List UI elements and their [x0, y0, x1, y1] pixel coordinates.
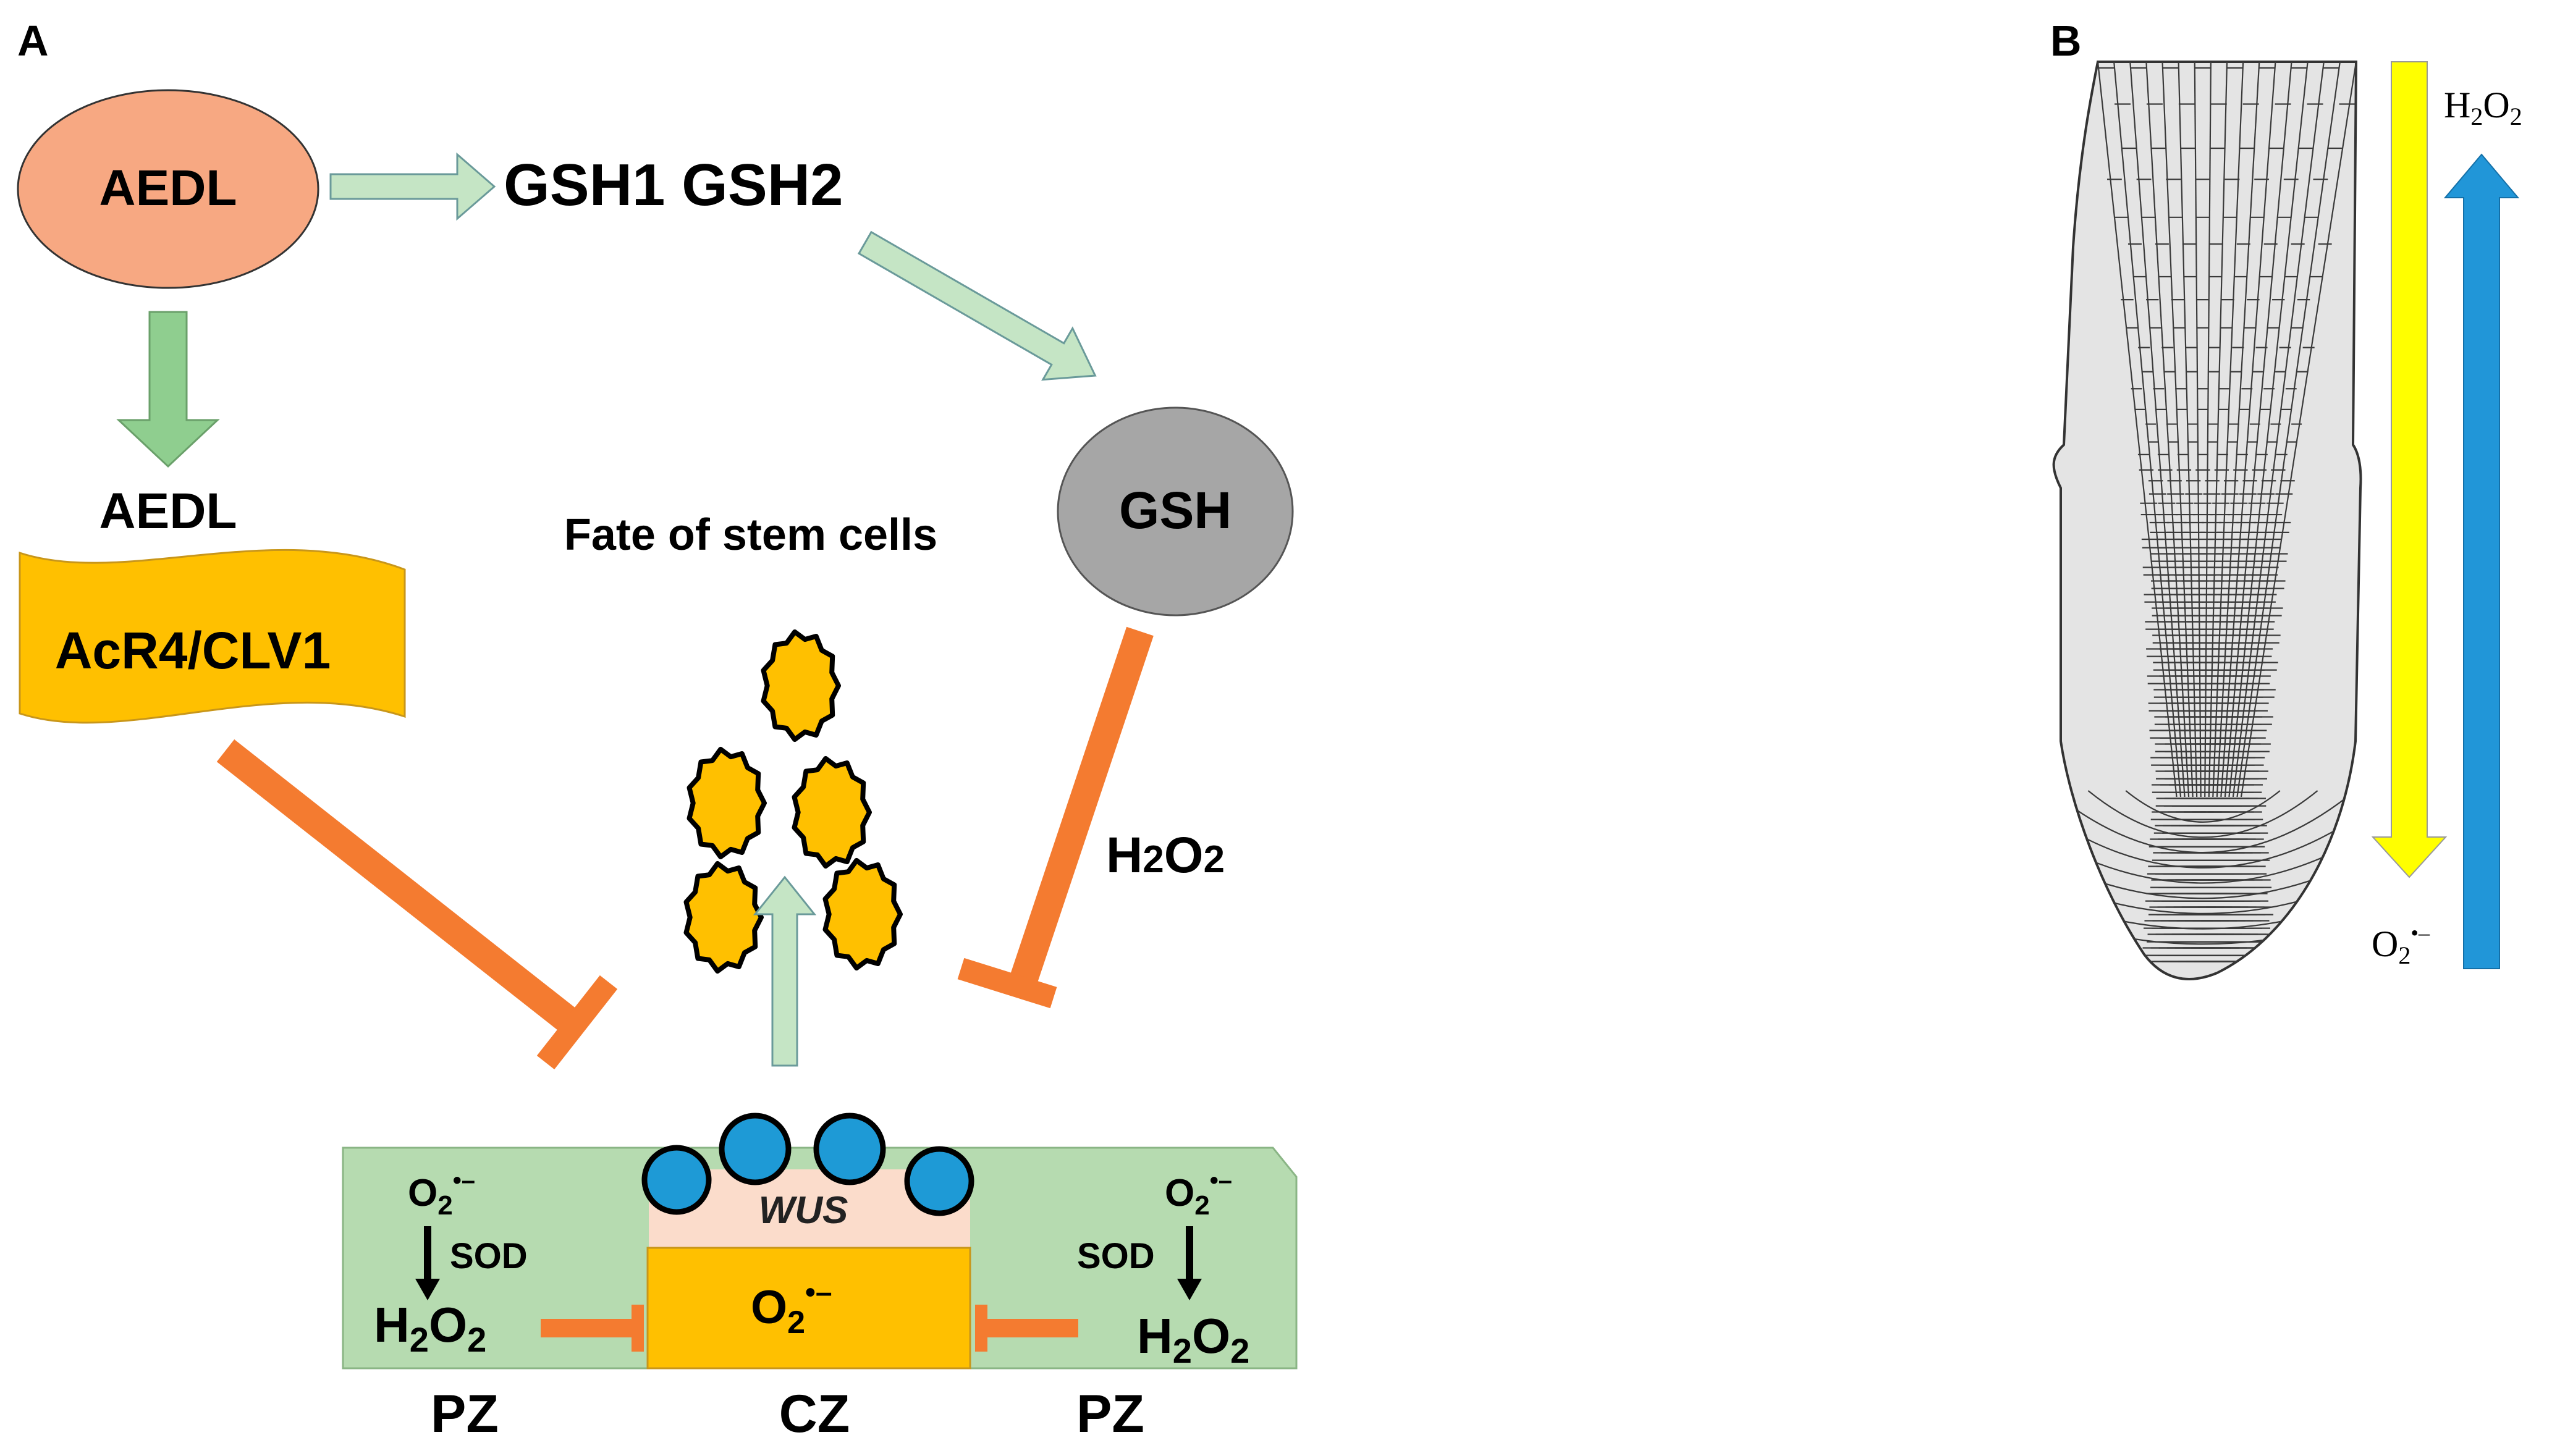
stem-cell: [761, 629, 841, 743]
root-cell-wall: [2161, 62, 2194, 797]
root-cap-layer: [2125, 790, 2281, 823]
gsh-label: GSH: [1119, 481, 1232, 539]
left-superoxide: O2•–: [408, 1167, 475, 1221]
root-cap-layer: [2053, 790, 2361, 930]
root-cell-wall: [2220, 62, 2276, 797]
stem-cell: [687, 746, 767, 860]
fate-title: Fate of stem cells: [564, 510, 937, 560]
right-sod-label: SOD: [1077, 1236, 1155, 1276]
aedl-down-arrow: [116, 311, 220, 468]
gsh-genes-to-gsh-arrow: [857, 230, 1097, 381]
root-cap-layer: [2053, 790, 2356, 854]
root-cell-wall: [2212, 62, 2244, 797]
blue-cell: [641, 1145, 712, 1215]
receptor-inhibition: [216, 739, 618, 1070]
receptor-inhibit-line: [216, 739, 584, 1037]
panel-b-label: B: [2050, 17, 2082, 65]
stem-cell: [822, 857, 903, 971]
cz-superoxide: O2•–: [751, 1276, 832, 1340]
panel-a: A AEDL GSH1 GSH2 AEDL AcR4/CLV1 Fate of …: [17, 17, 1298, 1444]
root-cell-wall: [2228, 62, 2309, 797]
gsh-inhibit-bar: [957, 957, 1057, 1009]
root-cell-wall: [2178, 62, 2198, 797]
gsh-circle: [1057, 406, 1294, 616]
root-cap-layer: [2087, 790, 2318, 838]
root-cell-wall: [2224, 62, 2292, 797]
root-cell-wall: [2236, 62, 2341, 797]
root-cell-wall: [2129, 62, 2186, 797]
root-cap-layer: [2053, 790, 2361, 884]
aedl-oval: [17, 89, 319, 289]
root-cell-wall: [2194, 62, 2202, 797]
gsh-genes-label: GSH1 GSH2: [504, 152, 843, 218]
root-cell-wall: [2145, 62, 2190, 797]
root-cell-wall: [2232, 62, 2325, 797]
h2o2-side-label: H2O2: [1106, 827, 1225, 883]
right-h2o2: H2O2: [1137, 1308, 1249, 1370]
root-cap-layer: [2053, 790, 2361, 899]
blue-cells: [641, 1113, 974, 1216]
right-superoxide: O2•–: [1165, 1167, 1232, 1221]
receptor-banner: [19, 549, 406, 724]
gsh-inhibit-line: [1009, 626, 1154, 987]
left-sod-arrow-head: [415, 1279, 440, 1300]
aedl-to-gsh-genes-arrow: [329, 152, 496, 221]
root-cell-wall: [2097, 62, 2178, 797]
root-cap-layer: [2053, 790, 2361, 914]
left-h2o2: H2O2: [374, 1297, 486, 1359]
superoxide-gradient-arrow: [2443, 153, 2520, 969]
root-cell-wall: [2240, 62, 2357, 797]
left-sod-label: SOD: [450, 1236, 528, 1276]
right-peripheral-zone: O2•– SOD H2O2: [975, 1167, 1249, 1370]
panel-b-superoxide-label: O2•–: [2372, 920, 2430, 969]
gsh-inhibition: [957, 626, 1154, 1009]
stem-cell-cluster: [683, 629, 903, 974]
receptor-inhibit-bar: [536, 975, 618, 1070]
cz-up-arrow: [753, 875, 817, 1067]
h2o2-gradient-arrow: [2371, 61, 2448, 878]
zone-label-left-pz: PZ: [431, 1384, 499, 1444]
aedl-receptor-label: AEDL: [99, 483, 237, 539]
central-zone-box: [646, 1247, 971, 1370]
root-tip: [2052, 61, 2362, 980]
root-cell-grid: [2053, 62, 2361, 962]
right-sod-arrow-head: [1177, 1279, 1202, 1300]
aedl-top-label: AEDL: [99, 160, 237, 216]
stem-cell: [792, 755, 872, 869]
panel-a-label: A: [17, 17, 49, 65]
root-cell-wall: [2204, 62, 2212, 797]
zone-label-cz: CZ: [779, 1384, 850, 1444]
stem-cell: [683, 861, 764, 974]
blue-cell: [813, 1113, 886, 1185]
zone-label-right-pz: PZ: [1076, 1384, 1144, 1444]
wus-label: WUS: [759, 1189, 848, 1232]
blue-cell: [904, 1146, 974, 1216]
root-cell-wall: [2216, 62, 2260, 797]
panel-b: B H2O2 O2•–: [2050, 17, 2522, 980]
receptor-label: AcR4/CLV1: [55, 621, 331, 680]
root-cell-wall: [2113, 62, 2182, 797]
root-cap-layer: [2053, 790, 2361, 945]
panel-b-h2o2-label: H2O2: [2444, 85, 2522, 130]
blue-cell: [719, 1113, 792, 1185]
root-cell-wall: [2208, 62, 2228, 797]
left-peripheral-zone: O2•– SOD H2O2: [374, 1167, 644, 1359]
